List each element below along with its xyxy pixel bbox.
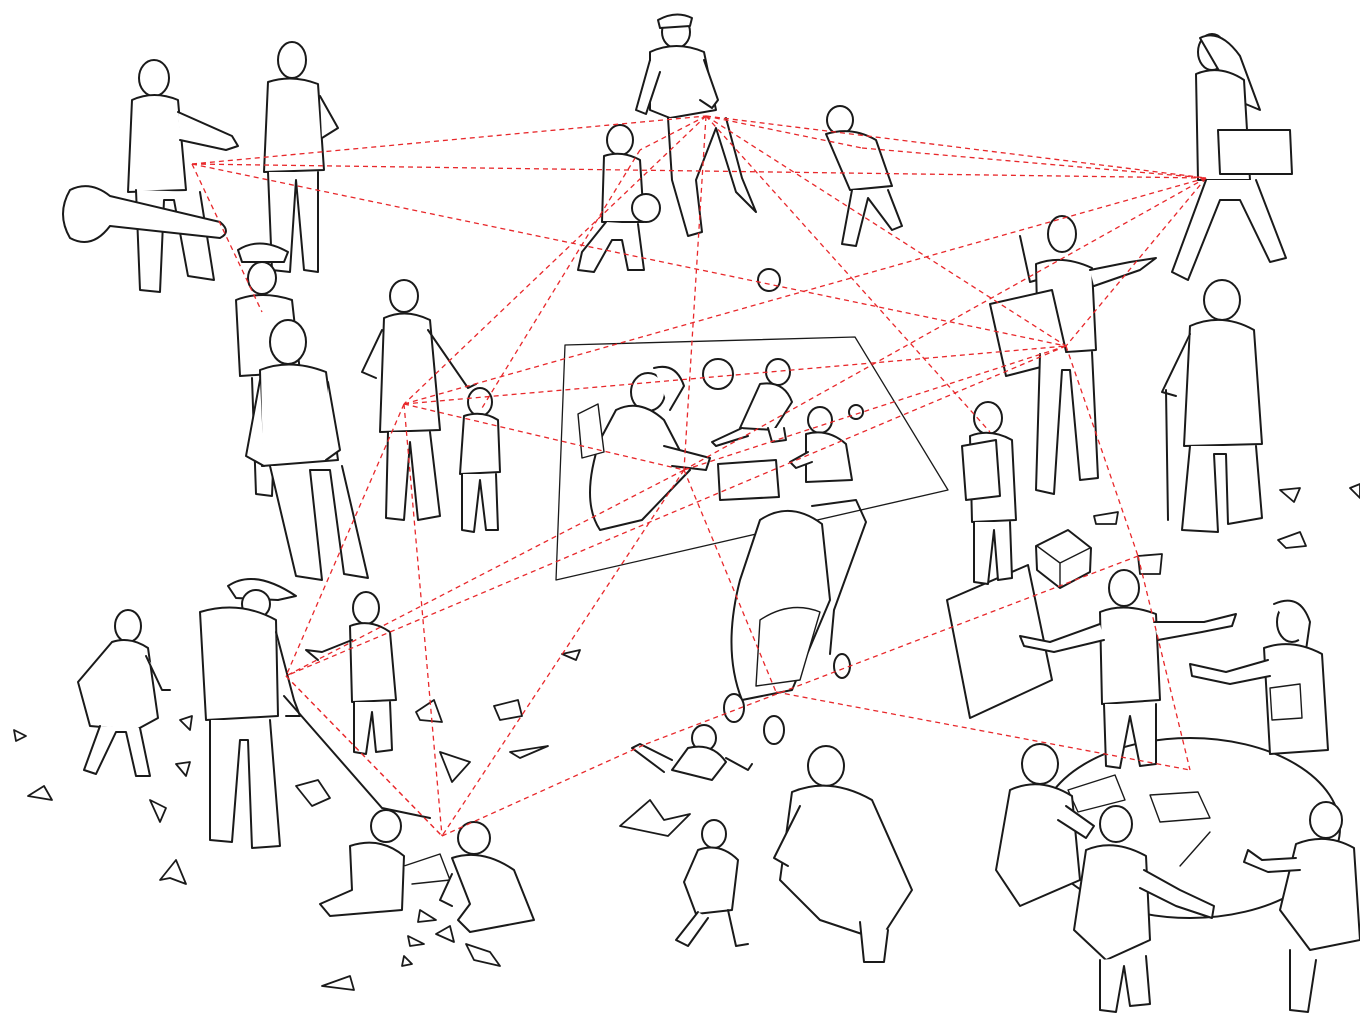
box-icon	[1036, 530, 1091, 588]
woman-walking-with-skateboard-icon	[1172, 34, 1292, 280]
connection-line-p3-p6	[706, 116, 1206, 178]
child-with-backpack-icon	[962, 402, 1016, 584]
girl-in-dress-icon	[78, 610, 170, 776]
man-crouching-icon	[774, 746, 912, 962]
connection-line-p4-p10	[482, 150, 640, 408]
connection-line-p6-p14	[684, 178, 1206, 470]
connection-line-p3-p11	[706, 116, 1066, 346]
person-with-guitar-case-icon	[63, 60, 238, 292]
woman-with-toddler-icon	[362, 280, 476, 520]
baby-crawling-icon	[632, 725, 752, 780]
man-holding-sign-icon	[990, 216, 1156, 494]
connection-line-p9-p11	[404, 346, 1066, 404]
toddler-standing-icon	[460, 388, 500, 532]
elderly-man-with-cane-icon	[1162, 280, 1262, 532]
child-holding-leaf-icon	[306, 592, 396, 754]
running-child-icon	[826, 106, 902, 246]
baby-crawling-icon	[676, 820, 748, 946]
connection-line-p14-p21	[442, 470, 684, 836]
person-standing-hands-on-hips-icon	[264, 42, 338, 272]
